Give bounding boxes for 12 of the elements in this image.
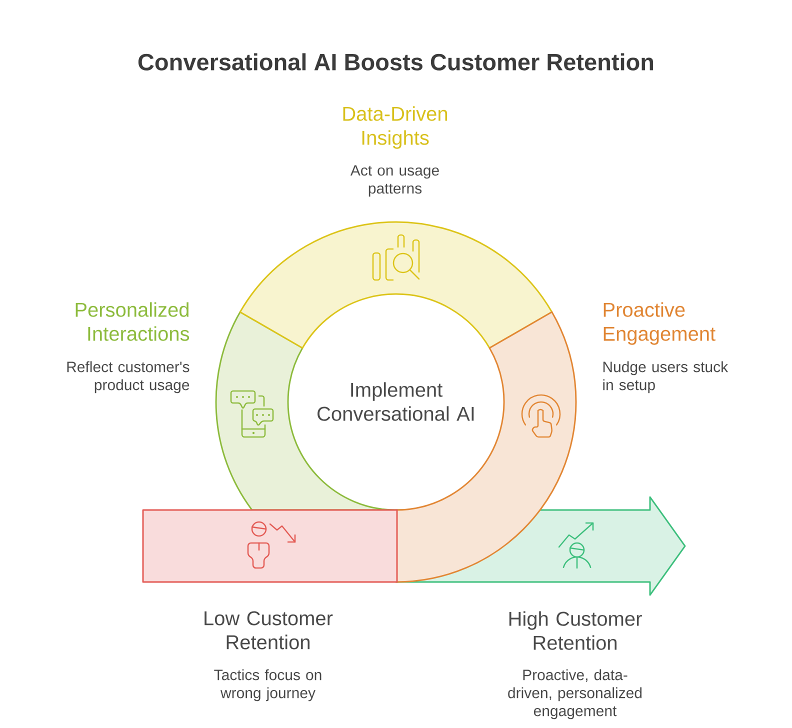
description: Act on usage patterns <box>350 165 439 197</box>
title: Conversational AI Boosts Customer Retention <box>138 53 654 70</box>
description: Proactive, data-driven, personalized engagement <box>508 669 642 720</box>
heading: Proactive Engagement <box>604 302 716 345</box>
heading: Personalized Interactions <box>76 302 190 341</box>
description: Reflect customer's product usage <box>67 361 190 394</box>
description: Nudge users stuck in setup <box>603 361 728 394</box>
heading: Data-Driven Insights <box>343 106 448 149</box>
description: Tactics focus on wrong journey <box>214 669 322 702</box>
heading: Low Customer Retention <box>204 611 333 650</box>
center-label: Implement Conversational AI <box>318 382 474 421</box>
heading: High Customer Retention <box>509 611 642 650</box>
